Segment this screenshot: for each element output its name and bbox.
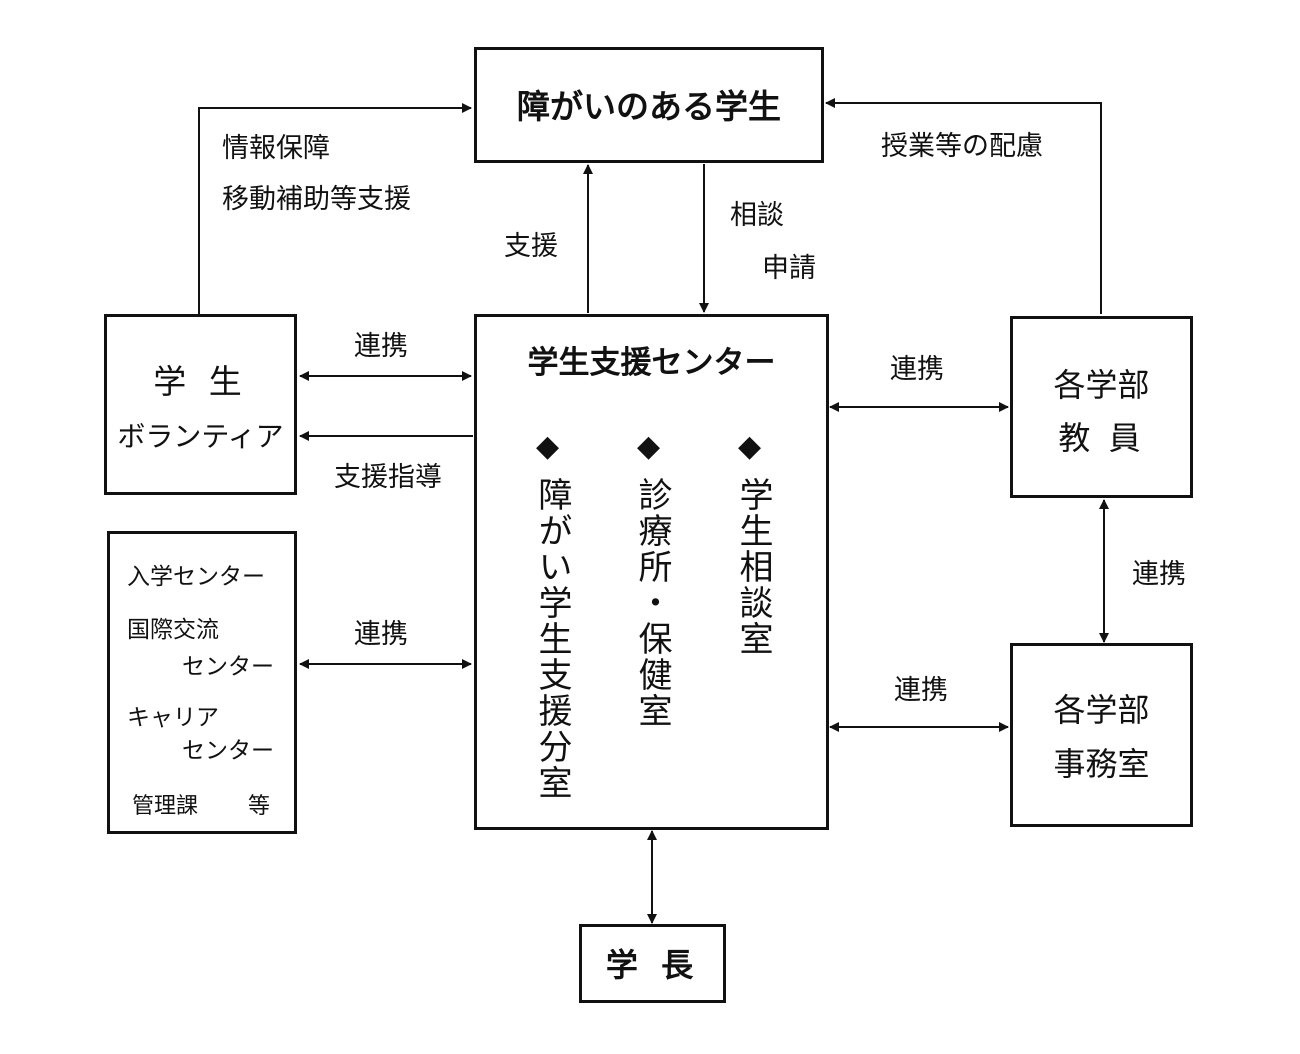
volunteer-label-2: ボランティア (117, 420, 284, 453)
president-box: 学 長 (579, 924, 726, 1003)
student-label: 障がいのある学生 (517, 87, 781, 126)
unit-disability-support: 障がい学生支援分室 (532, 477, 572, 801)
volunteer-label-1: 学 生 (153, 362, 248, 401)
unit-counseling: 学生相談室 (733, 477, 773, 657)
label-collab-others: 連携 (354, 619, 408, 650)
label-consult: 相談 (730, 200, 784, 231)
center-title: 学生支援センター (527, 345, 776, 381)
bullet-unit2: ◆ (637, 429, 661, 464)
faculty-box: 各学部 教 員 (1010, 316, 1193, 498)
label-collab-office: 連携 (894, 675, 948, 706)
office-label-1: 各学部 (1053, 691, 1150, 729)
label-info-support: 情報保障 (222, 133, 330, 164)
president-label: 学 長 (605, 946, 700, 984)
others-admission: 入学センター (127, 564, 265, 590)
faculty-label-1: 各学部 (1053, 366, 1150, 404)
arrow-faculty-to-student (825, 98, 1102, 314)
label-collab-faculty-office: 連携 (1132, 559, 1186, 590)
others-career-2: センター (182, 738, 274, 764)
others-intl-2: センター (182, 654, 274, 680)
label-mobility-support: 移動補助等支援 (222, 184, 411, 215)
bullet-unit3: ◆ (738, 429, 762, 464)
label-support: 支援 (504, 231, 558, 262)
others-box: 入学センター 国際交流 センター キャリア センター 管理課 等 (107, 531, 297, 834)
office-box: 各学部 事務室 (1010, 643, 1193, 827)
others-career-1: キャリア (127, 705, 219, 731)
label-collab-volunteer: 連携 (354, 331, 408, 362)
label-class-consideration: 授業等の配慮 (881, 131, 1043, 162)
others-mgmt: 管理課 (132, 794, 199, 819)
student-box: 障がいのある学生 (474, 47, 824, 163)
volunteer-box: 学 生 ボランティア (104, 314, 297, 495)
label-apply: 申請 (762, 253, 816, 284)
others-etc: 等 (248, 794, 271, 819)
bullet-unit1: ◆ (536, 429, 560, 464)
faculty-label-2: 教 員 (1058, 419, 1145, 457)
office-label-2: 事務室 (1053, 745, 1150, 783)
unit-clinic: 診療所・保健室 (632, 477, 672, 729)
label-support-guidance: 支援指導 (334, 462, 442, 493)
arrow-volunteer-to-student (198, 103, 472, 314)
label-collab-faculty: 連携 (890, 354, 944, 385)
center-box: 学生支援センター ◆ ◆ ◆ 障がい学生支援分室 診療所・保健室 学生相談室 (474, 314, 829, 830)
others-intl-1: 国際交流 (127, 617, 219, 643)
